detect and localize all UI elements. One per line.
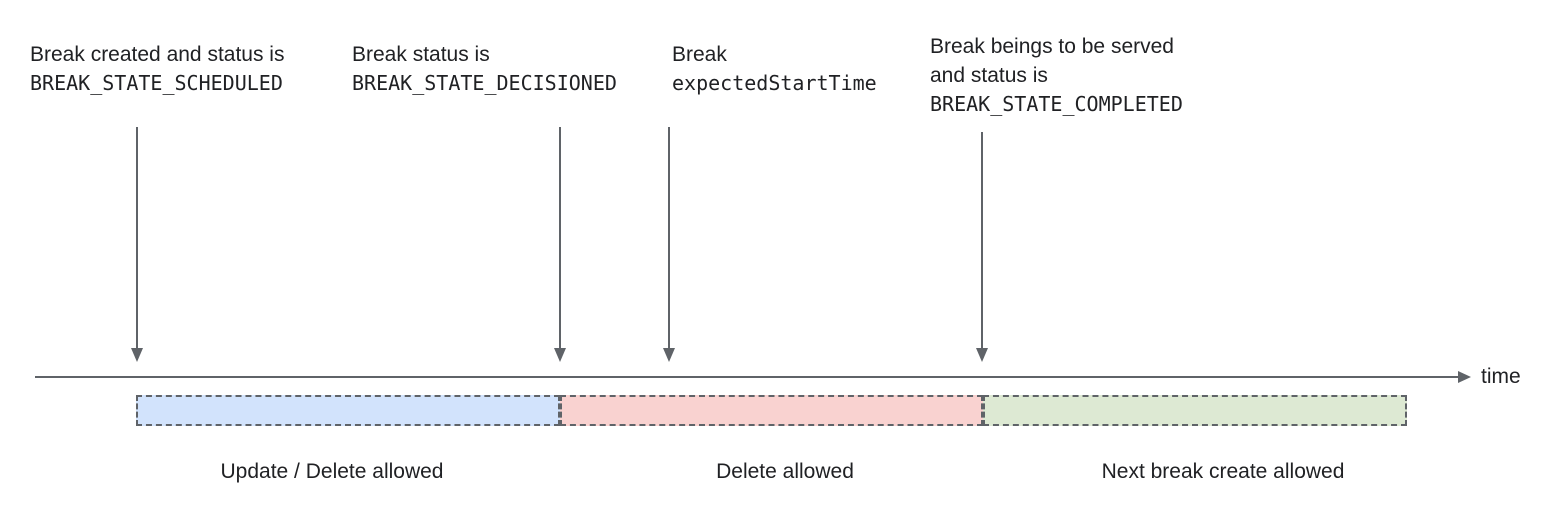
arrowhead-down-icon [663,348,675,362]
annotation-code: BREAK_STATE_DECISIONED [352,71,617,95]
annotation-code: BREAK_STATE_SCHEDULED [30,71,283,95]
annotation-text: Break [672,43,727,66]
annotation-break-completed: Break beings to be served and status is … [930,32,1183,119]
annotation-break-scheduled: Break created and status is BREAK_STATE_… [30,40,284,98]
segment-update-delete-allowed [136,395,560,426]
segment-label-delete: Delete allowed [716,460,854,483]
arrowhead-down-icon [131,348,143,362]
arrow-down-icon [663,127,675,362]
annotation-code: BREAK_STATE_COMPLETED [930,92,1183,116]
annotation-text: Break status is [352,43,490,66]
annotation-text: Break created and status is [30,43,285,66]
arrow-down-icon [554,127,566,362]
time-axis-label: time [1481,365,1521,388]
annotation-break-decisioned: Break status is BREAK_STATE_DECISIONED [352,40,617,98]
arrowhead-down-icon [976,348,988,362]
annotation-text: Break beings to be served [930,35,1174,58]
arrowhead-down-icon [554,348,566,362]
annotation-code: expectedStartTime [672,71,877,95]
annotation-expected-start-time: Break expectedStartTime [672,40,877,98]
annotation-text: and status is [930,64,1048,87]
arrow-down-icon [131,127,143,362]
segment-delete-allowed [560,395,983,426]
axis-arrowhead-right-icon [1458,371,1471,383]
segment-next-break-create-allowed [983,395,1407,426]
segment-label-next-break: Next break create allowed [1101,460,1345,483]
time-axis [35,371,1471,383]
arrow-down-icon [976,132,988,362]
segment-label-update-delete: Update / Delete allowed [220,460,444,483]
